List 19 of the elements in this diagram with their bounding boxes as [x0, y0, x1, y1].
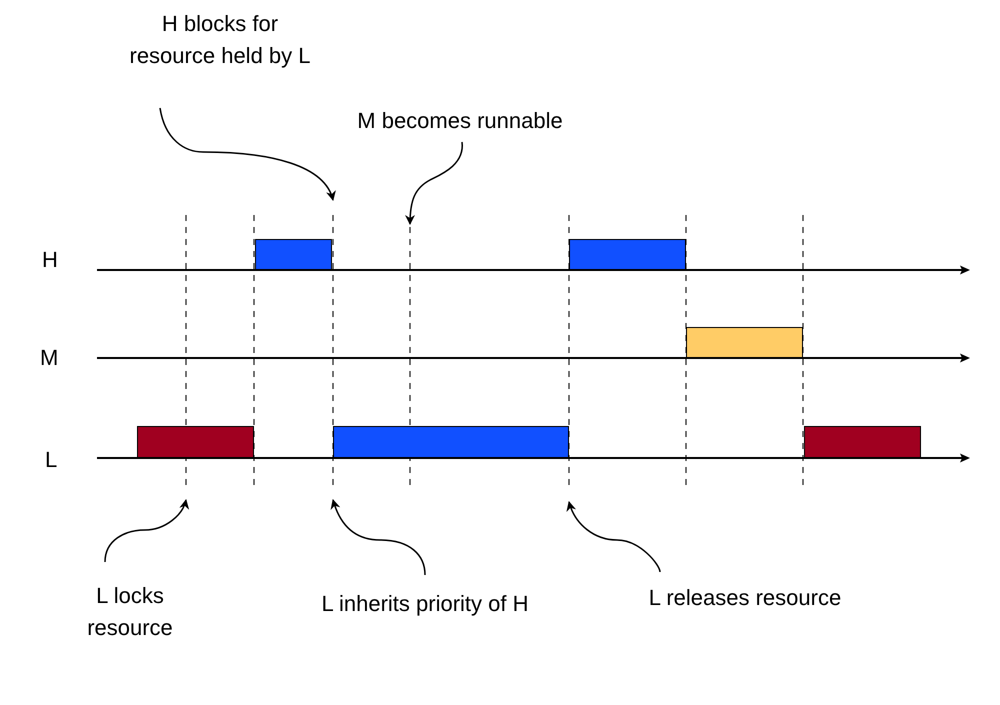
execution-bar	[804, 426, 921, 458]
annotation-text: L releases resource	[615, 582, 875, 614]
row-label: L	[45, 447, 58, 473]
leader-arrow	[566, 501, 661, 572]
execution-bar	[569, 239, 686, 270]
row-label: H	[42, 247, 58, 273]
execution-bar	[255, 239, 332, 270]
execution-bar	[686, 327, 803, 358]
leader-arrow	[405, 142, 463, 225]
execution-bar	[137, 426, 254, 458]
leader-arrow	[330, 499, 426, 576]
annotation-text: M becomes runnable	[330, 105, 590, 137]
row-label: M	[40, 345, 58, 371]
annotation-text: L inherits priority of H	[295, 588, 555, 620]
leader-arrow	[159, 108, 335, 201]
annotation-text: L locks resource	[70, 580, 190, 644]
execution-bar	[333, 426, 569, 458]
leader-arrow	[104, 499, 188, 562]
annotation-text: H blocks for resource held by L	[120, 8, 320, 72]
